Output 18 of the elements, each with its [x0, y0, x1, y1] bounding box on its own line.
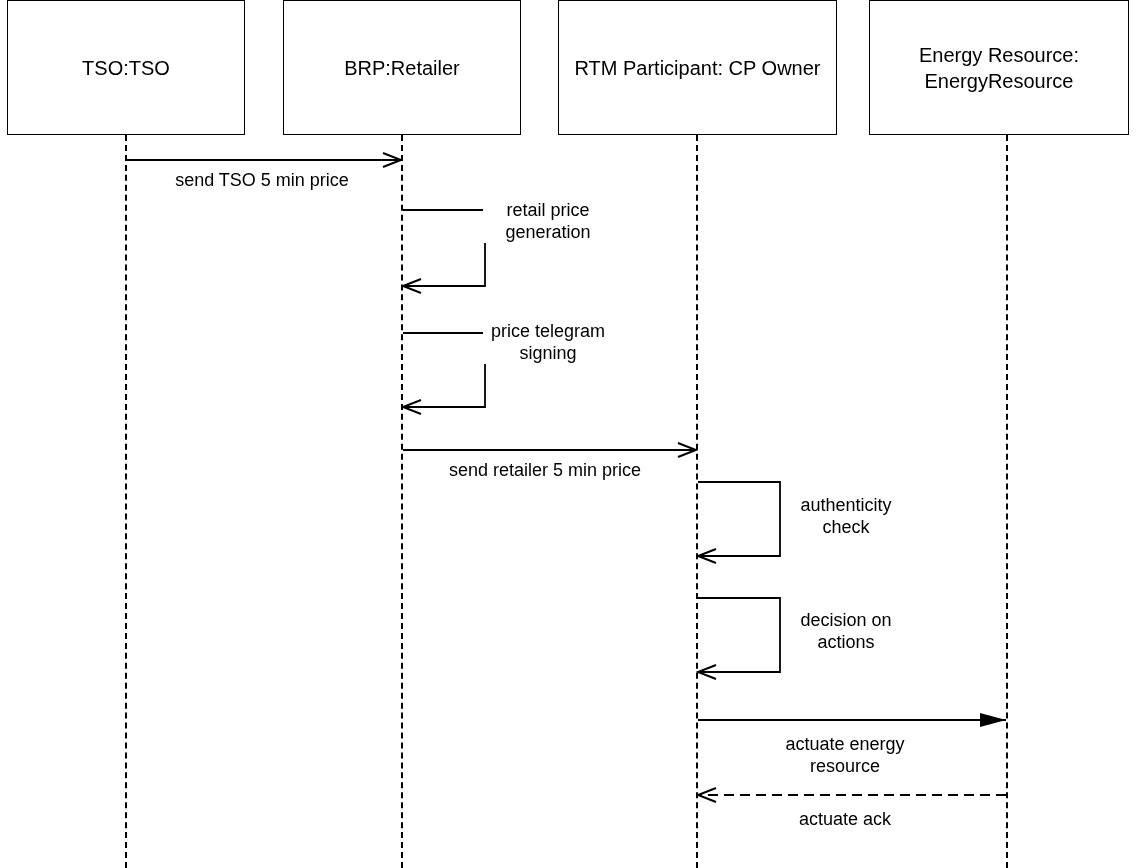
- lifeline-head-box: [283, 0, 521, 135]
- lifeline: [696, 135, 698, 868]
- lifeline: [1006, 135, 1008, 868]
- lifeline: [125, 135, 127, 868]
- lifeline-head-box: [869, 0, 1129, 135]
- participant-name: BRP:Retailer: [344, 55, 460, 81]
- lifeline-head-box: [558, 0, 837, 135]
- message-arrow: [402, 442, 697, 458]
- message-arrow: [697, 787, 1007, 803]
- participant-name: TSO:TSO: [82, 55, 170, 81]
- participant-name: Energy Resource: EnergyResource: [917, 42, 1081, 94]
- message-arrow: [697, 481, 781, 564]
- lifeline: [401, 135, 403, 868]
- message-arrow: [126, 152, 402, 168]
- message-arrow: [697, 597, 781, 680]
- participant-name: RTM Participant: CP Owner: [574, 55, 821, 81]
- lifeline-head-box: [7, 0, 245, 135]
- message-arrow: [697, 713, 1007, 727]
